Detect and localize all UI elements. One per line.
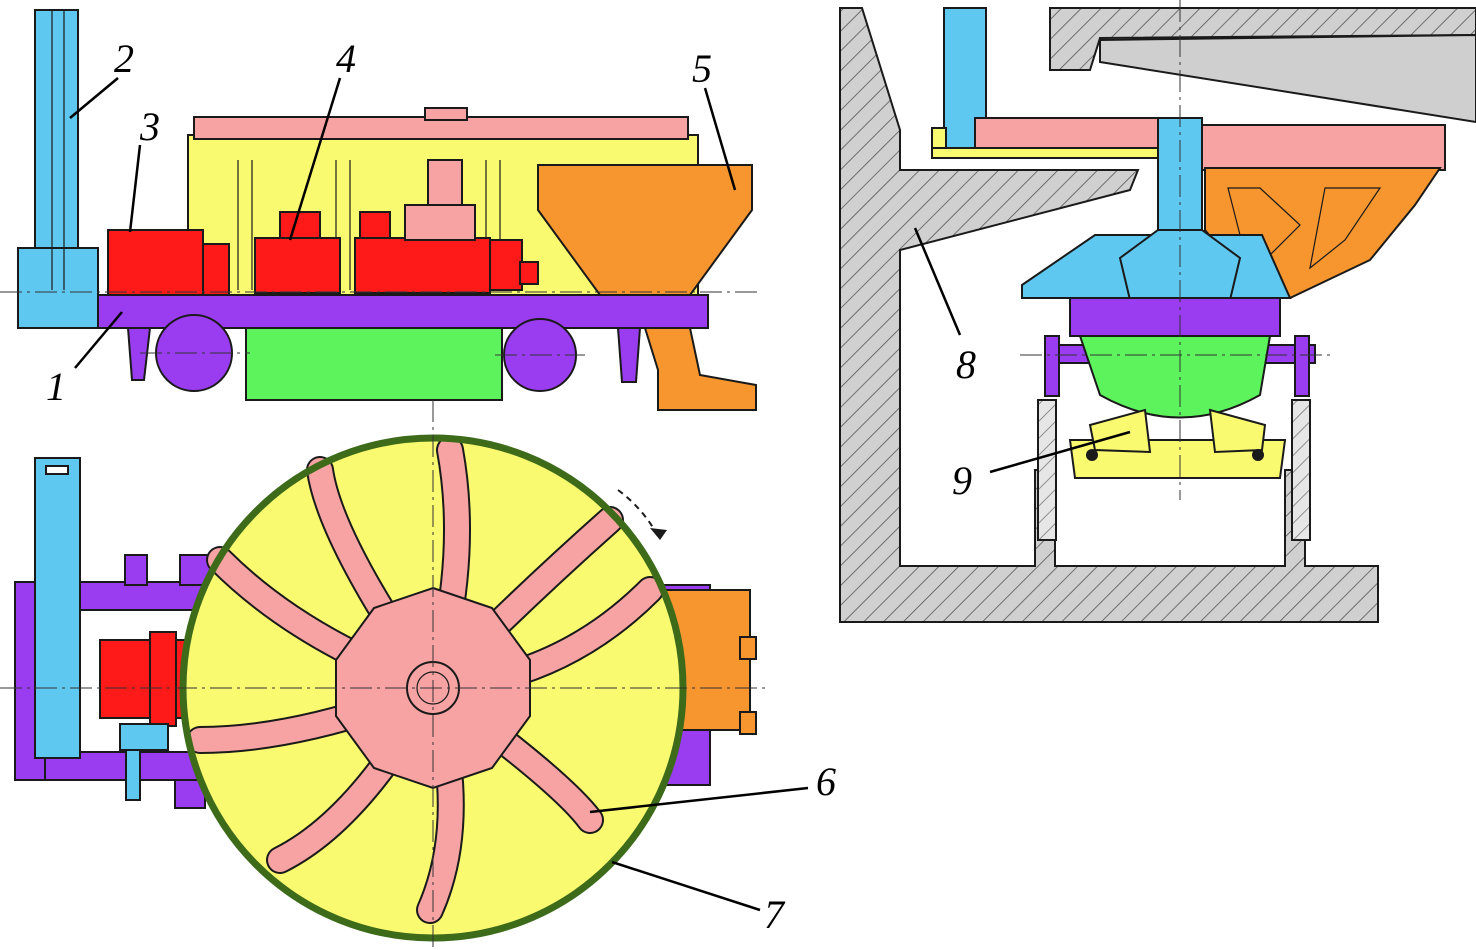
top-hub <box>424 107 468 121</box>
column-slot <box>45 465 69 475</box>
motor-coupling <box>202 243 230 296</box>
section-bowl <box>1078 335 1272 419</box>
hopper-chute <box>643 327 757 411</box>
callout-4: 4 <box>336 36 356 81</box>
plan-view <box>0 400 770 950</box>
callout-3: 3 <box>139 104 160 149</box>
ceiling-slab <box>1049 7 1476 71</box>
section-disc <box>1069 297 1281 337</box>
aux-motor-plan <box>119 723 169 751</box>
callout-8: 8 <box>956 342 976 387</box>
column-plan <box>34 457 81 759</box>
callout-6: 6 <box>816 759 836 804</box>
callout-1: 1 <box>46 364 66 409</box>
motor-body <box>107 229 204 296</box>
gearbox-side <box>254 204 539 294</box>
frame-leg <box>126 327 152 381</box>
section-top-plate <box>974 117 1166 149</box>
callout-2: 2 <box>114 36 134 81</box>
column-base <box>17 247 99 329</box>
callout-5: 5 <box>692 46 712 91</box>
skirt-box <box>245 327 503 401</box>
hopper <box>537 164 753 296</box>
column-side <box>17 9 99 329</box>
callout-7: 7 <box>764 892 786 937</box>
column-shaft <box>34 9 79 293</box>
callout-9: 9 <box>952 458 972 503</box>
frame-leg <box>616 327 642 383</box>
section-view <box>839 0 1476 623</box>
leaders <box>69 77 1131 912</box>
grey-beam <box>1099 33 1476 124</box>
section-top-plate-right <box>1199 124 1446 171</box>
side-view <box>0 9 760 411</box>
